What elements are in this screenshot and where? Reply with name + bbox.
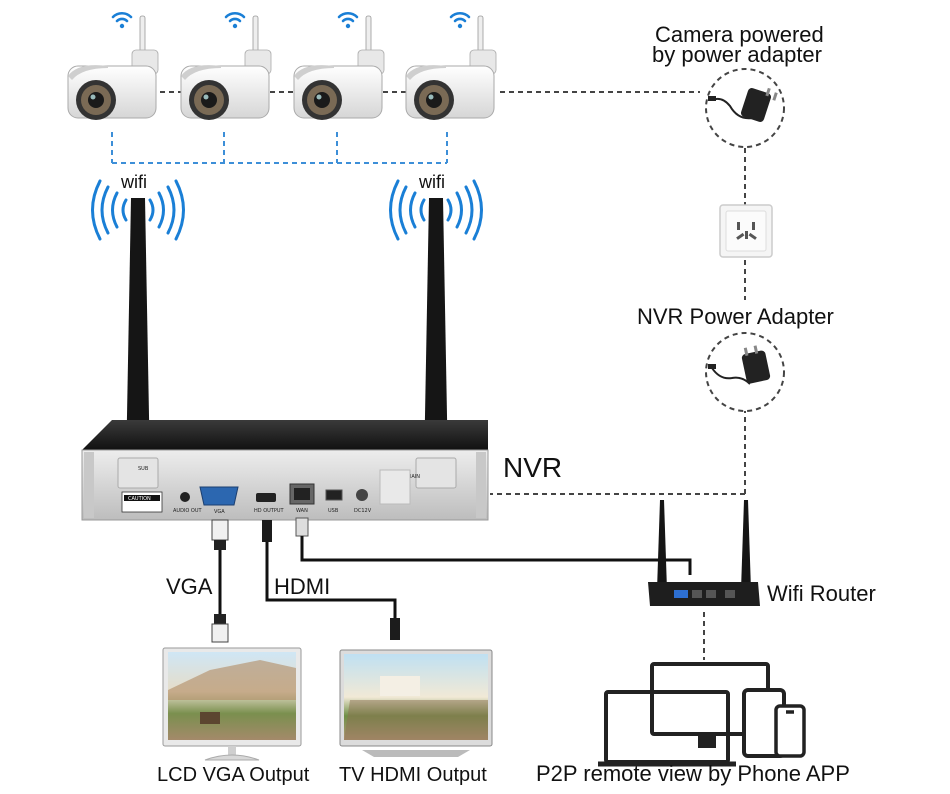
caution-label: CAUTION [128, 496, 151, 502]
svg-text:HD OUTPUT: HD OUTPUT [254, 508, 285, 514]
wifi-waves-left [91, 179, 185, 241]
svg-text:AUDIO OUT: AUDIO OUT [173, 508, 203, 514]
svg-text:USB: USB [328, 508, 339, 514]
laptop-icon [598, 690, 736, 767]
nvr-power-adapter-label: NVR Power Adapter [637, 304, 834, 329]
svg-text:SUB: SUB [138, 466, 149, 472]
nvr-power-adapter [705, 332, 785, 412]
wifi-signal-icon [449, 12, 471, 29]
phone-icon [774, 704, 806, 758]
p2p-remote-view-label: P2P remote view by Phone APP [536, 761, 850, 786]
svg-text:DC12V: DC12V [354, 508, 372, 514]
network-cable [295, 517, 692, 575]
nvr-device: CAUTION AUDIO OUT VGA HD OUTPUT WAN USB … [81, 198, 489, 521]
tv-hdmi-output-label: TV HDMI Output [339, 764, 487, 786]
wifi-signal-icon [337, 12, 359, 29]
wall-socket-icon [719, 204, 773, 258]
camera-3 [293, 12, 385, 120]
lcd-vga-output-label: LCD VGA Output [157, 764, 310, 786]
audio-out-port [180, 492, 190, 502]
nvr-antenna-left [126, 198, 150, 470]
camera-wifi-link [111, 132, 448, 164]
vga-port [199, 486, 239, 506]
nvr-label: NVR [503, 452, 563, 483]
camera-power-adapter [705, 68, 785, 148]
router-icon [648, 500, 760, 606]
camera-4 [405, 12, 497, 120]
vga-cable [211, 519, 229, 643]
camera-powered-label-line1: Camera powered [655, 22, 824, 47]
hdmi-cable [262, 520, 400, 640]
wifi-router-label: Wifi Router [767, 581, 876, 606]
wifi-label-left: wifi [121, 172, 147, 192]
monitor-icon [162, 647, 302, 761]
dc12v-port [356, 489, 368, 501]
wifi-waves-right [389, 179, 483, 241]
camera-icon [67, 15, 159, 120]
power-adapter-icon [708, 87, 778, 122]
svg-text:VGA: VGA [214, 509, 225, 515]
vga-label: VGA [166, 574, 213, 599]
wifi-signal-icon [111, 12, 133, 29]
power-adapter-icon [708, 345, 771, 385]
camera-powered-label-line2: by power adapter [652, 42, 822, 67]
usb-port [325, 489, 343, 501]
camera-icon [405, 15, 497, 120]
hdmi-label: HDMI [274, 574, 331, 599]
camera-icon [180, 15, 272, 120]
wifi-signal-icon [224, 12, 246, 29]
svg-text:WAN: WAN [296, 508, 308, 514]
camera-1 [67, 12, 159, 120]
svg-text:MAIN: MAIN [407, 474, 420, 480]
wifi-label-right: wifi [419, 172, 445, 192]
power-connections [160, 91, 746, 660]
hdmi-port [256, 493, 276, 502]
tv-icon [339, 649, 493, 757]
nvr-antenna-right [424, 198, 448, 470]
camera-icon [293, 15, 385, 120]
camera-2 [180, 12, 272, 120]
